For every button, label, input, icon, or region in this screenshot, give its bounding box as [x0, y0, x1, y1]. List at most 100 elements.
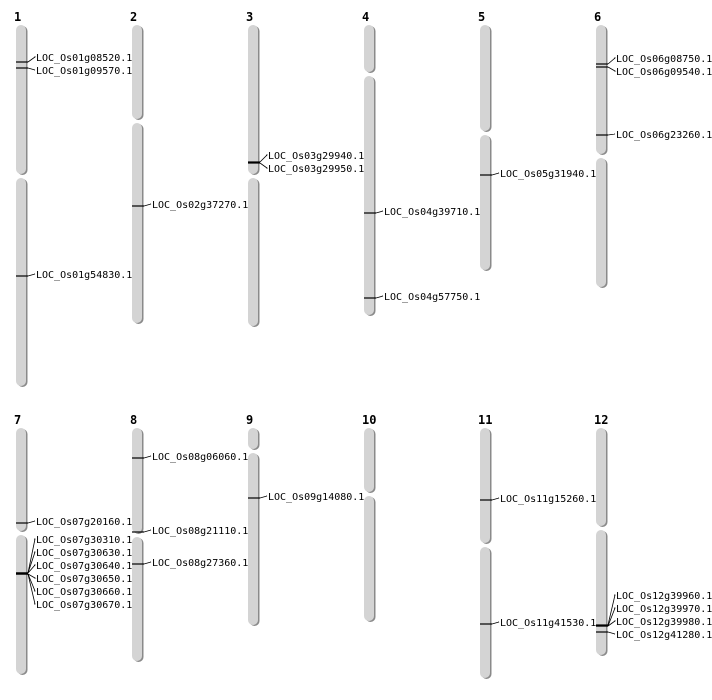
- gene-marker: LOC_Os06g09540.1: [596, 66, 712, 78]
- chromosome-label: 6: [594, 10, 601, 24]
- gene-marker: LOC_Os01g54830.1: [16, 270, 132, 281]
- gene-marker: LOC_Os07g20160.1: [16, 517, 132, 528]
- gene-label: LOC_Os06g08750.1: [616, 54, 712, 65]
- gene-marker: LOC_Os07g30670.1: [16, 573, 132, 611]
- chromosome-8: 8LOC_Os08g06060.1LOC_Os08g21110.1LOC_Os0…: [130, 413, 248, 662]
- gene-label: LOC_Os07g30650.1: [36, 574, 132, 585]
- long-arm: [248, 453, 258, 625]
- gene-marker: LOC_Os08g21110.1: [132, 526, 248, 537]
- chromosome-label: 12: [594, 413, 608, 427]
- short-arm: [596, 428, 606, 526]
- long-arm: [480, 547, 490, 678]
- gene-label: LOC_Os08g27360.1: [152, 558, 248, 569]
- gene-marker: LOC_Os08g27360.1: [132, 558, 248, 569]
- gene-label: LOC_Os09g14080.1: [268, 492, 364, 503]
- gene-marker: LOC_Os03g29950.1: [248, 162, 364, 175]
- gene-label: LOC_Os07g30640.1: [36, 561, 132, 572]
- gene-label: LOC_Os07g30670.1: [36, 600, 132, 611]
- gene-marker: LOC_Os01g08520.1: [16, 53, 132, 64]
- gene-marker: LOC_Os12g39980.1: [596, 617, 712, 628]
- short-arm: [248, 428, 258, 449]
- gene-marker: LOC_Os03g29940.1: [248, 151, 364, 163]
- gene-label: LOC_Os01g08520.1: [36, 53, 132, 64]
- chromosome-7: 7LOC_Os07g20160.1LOC_Os07g30310.1LOC_Os0…: [14, 413, 132, 675]
- gene-label: LOC_Os07g30310.1: [36, 535, 132, 546]
- long-arm: [248, 178, 258, 326]
- chromosome-6: 6LOC_Os06g08750.1LOC_Os06g09540.1LOC_Os0…: [594, 10, 712, 288]
- gene-marker: LOC_Os12g39960.1: [596, 591, 712, 626]
- gene-marker: LOC_Os05g31940.1: [480, 169, 596, 180]
- gene-marker: LOC_Os06g23260.1: [596, 130, 712, 141]
- chromosome-label: 9: [246, 413, 253, 427]
- gene-label: LOC_Os02g37270.1: [152, 200, 248, 211]
- gene-label: LOC_Os04g39710.1: [384, 207, 480, 218]
- chromosome-label: 5: [478, 10, 485, 24]
- short-arm: [364, 25, 374, 72]
- long-arm: [132, 123, 142, 323]
- gene-marker: LOC_Os04g39710.1: [364, 207, 480, 218]
- short-arm: [132, 25, 142, 119]
- chromosome-label: 11: [478, 413, 492, 427]
- gene-marker: LOC_Os07g30650.1: [16, 573, 132, 585]
- gene-label: LOC_Os07g30630.1: [36, 548, 132, 559]
- chromosome-10: 10: [362, 413, 376, 622]
- gene-label: LOC_Os12g39970.1: [616, 604, 712, 615]
- long-arm: [596, 530, 606, 655]
- gene-label: LOC_Os06g23260.1: [616, 130, 712, 141]
- long-arm: [364, 496, 374, 621]
- chromosome-label: 7: [14, 413, 21, 427]
- long-arm: [364, 76, 374, 315]
- short-arm: [16, 428, 26, 531]
- gene-marker: LOC_Os11g41530.1: [480, 618, 596, 629]
- chromosome-label: 3: [246, 10, 253, 24]
- short-arm: [364, 428, 374, 492]
- gene-label: LOC_Os11g41530.1: [500, 618, 596, 629]
- gene-marker: LOC_Os11g15260.1: [480, 494, 596, 505]
- gene-marker: LOC_Os01g09570.1: [16, 66, 132, 77]
- chromosome-label: 10: [362, 413, 376, 427]
- gene-label: LOC_Os08g21110.1: [152, 526, 248, 537]
- long-arm: [16, 178, 26, 386]
- short-arm: [480, 25, 490, 131]
- gene-marker: LOC_Os06g08750.1: [596, 54, 712, 65]
- gene-label: LOC_Os12g41280.1: [616, 630, 712, 641]
- gene-label: LOC_Os11g15260.1: [500, 494, 596, 505]
- chromosome-label: 4: [362, 10, 369, 24]
- gene-label: LOC_Os05g31940.1: [500, 169, 596, 180]
- gene-marker: LOC_Os12g41280.1: [596, 630, 712, 641]
- chromosome-1: 1LOC_Os01g08520.1LOC_Os01g09570.1LOC_Os0…: [14, 10, 132, 387]
- long-arm: [16, 535, 26, 674]
- short-arm: [248, 25, 258, 174]
- gene-label: LOC_Os01g54830.1: [36, 270, 132, 281]
- gene-marker: LOC_Os02g37270.1: [132, 200, 248, 211]
- gene-marker: LOC_Os09g14080.1: [248, 492, 364, 503]
- gene-marker: LOC_Os07g30640.1: [16, 561, 132, 574]
- gene-marker: LOC_Os04g57750.1: [364, 292, 480, 303]
- short-arm: [132, 428, 142, 533]
- gene-label: LOC_Os07g30660.1: [36, 587, 132, 598]
- chromosome-label: 8: [130, 413, 137, 427]
- chromosome-label: 2: [130, 10, 137, 24]
- gene-label: LOC_Os03g29950.1: [268, 164, 364, 175]
- chromosome-12: 12LOC_Os12g39960.1LOC_Os12g39970.1LOC_Os…: [594, 413, 712, 656]
- gene-label: LOC_Os12g39960.1: [616, 591, 712, 602]
- gene-label: LOC_Os01g09570.1: [36, 66, 132, 77]
- gene-label: LOC_Os06g09540.1: [616, 67, 712, 78]
- short-arm: [480, 428, 490, 543]
- gene-marker: LOC_Os08g06060.1: [132, 452, 248, 463]
- gene-label: LOC_Os03g29940.1: [268, 151, 364, 162]
- gene-label: LOC_Os07g20160.1: [36, 517, 132, 528]
- long-arm: [480, 135, 490, 270]
- long-arm: [132, 537, 142, 661]
- short-arm: [16, 25, 26, 174]
- long-arm: [596, 158, 606, 287]
- short-arm: [596, 25, 606, 154]
- gene-label: LOC_Os04g57750.1: [384, 292, 480, 303]
